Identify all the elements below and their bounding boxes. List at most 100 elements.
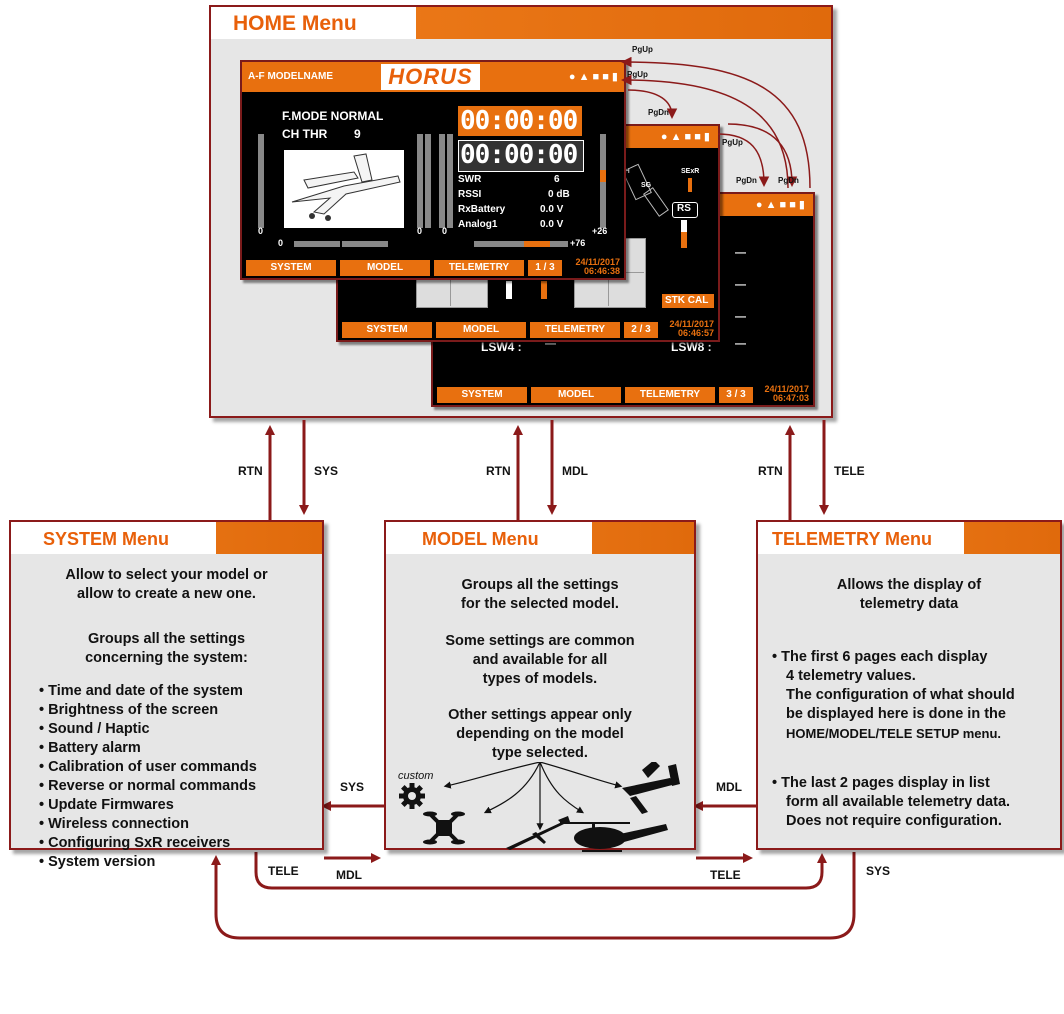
- list-item: • Time and date of the system: [39, 683, 243, 699]
- telemetry-menu-p1: Allows the display of telemetry data: [758, 576, 1060, 614]
- screen1-gauge-5: [447, 134, 453, 228]
- model-to-tele-tele-label: TELE: [710, 868, 741, 882]
- model-menu-panel: MODEL Menu Groups all the settings for t…: [384, 520, 696, 852]
- gear-icon: [399, 783, 425, 809]
- screen1-timer1: 00:00:00: [460, 106, 578, 136]
- pgup-label-3: PgUp: [722, 138, 743, 147]
- model-p3-line-1: Other settings appear only: [448, 707, 632, 723]
- mdl-column-mdl-label: MDL: [562, 464, 588, 478]
- model-menu-p1: Groups all the settings for the selected…: [386, 576, 694, 614]
- screen1-logo: HORUS: [388, 64, 473, 89]
- screen3-model-button[interactable]: MODEL: [531, 387, 621, 403]
- screen1-telem-value-3: 0.0 V: [540, 204, 564, 215]
- screen2-telemetry-button[interactable]: TELEMETRY: [530, 322, 620, 338]
- pgdn-label-1: PgDn: [648, 108, 669, 117]
- screen1-model-image: [284, 150, 404, 228]
- airplane-icon: [622, 762, 680, 814]
- system-settings-list: • Time and date of the system • Brightne…: [39, 682, 257, 872]
- system-menu-panel: SYSTEM Menu Allow to select your model o…: [9, 520, 324, 870]
- screen3-dash-3: —: [735, 311, 746, 323]
- screen2-date: 24/11/2017: [669, 319, 714, 329]
- tele-to-model-mdl-label: MDL: [716, 780, 742, 794]
- pgup-label-2: PgUp: [627, 70, 648, 79]
- airplane-icon: [291, 153, 401, 221]
- tele-p1-line-2: telemetry data: [859, 596, 959, 612]
- screen1-gauge-2: [417, 134, 423, 228]
- screen1-channel-label: CH THR: [282, 127, 328, 141]
- home-screen-page-1[interactable]: A-F MODELNAME HORUS ● ▲ ■ ■ ▮ F.MODE NOR…: [240, 60, 626, 280]
- telemetry-menu-title: TELEMETRY Menu: [772, 529, 933, 549]
- screen1-zero-4: 0: [278, 238, 284, 248]
- screen1-time: 06:46:38: [583, 266, 620, 276]
- system-intro2-line-1: Groups all the settings: [87, 631, 246, 647]
- screen3-system-button[interactable]: SYSTEM: [437, 387, 527, 403]
- list-item: • System version: [39, 854, 156, 870]
- tele-b1-line-4: be displayed here is done in the: [786, 706, 1006, 722]
- model-types-illustration: [399, 762, 680, 852]
- screen2-time: 06:46:57: [677, 328, 714, 338]
- tele-b1-line-2: 4 telemetry values.: [786, 668, 916, 684]
- screen2-sexr-arrow: [688, 178, 692, 192]
- screen1-channel-value: 9: [354, 127, 361, 141]
- screen1-telem-value-1: 6: [554, 174, 560, 185]
- list-item: • Brightness of the screen: [39, 702, 219, 718]
- screen3-status-icons: ● ▲ ■ ■ ▮: [755, 199, 805, 211]
- screen1-left-gauge: [258, 134, 264, 228]
- tele-column-rtn-label: RTN: [758, 464, 783, 478]
- telemetry-bullet-1: • The first 6 pages each display 4 telem…: [772, 648, 1015, 743]
- screen3-lsw4-value: —: [545, 338, 556, 350]
- model-menu-p2: Some settings are common and available f…: [386, 632, 694, 689]
- pgdn-label-2: PgDn: [736, 176, 757, 185]
- system-menu-intro: Allow to select your model or allow to c…: [11, 566, 322, 604]
- screen1-trim-right-fill: [524, 241, 550, 247]
- screen1-telem-label-2: RSSI: [458, 189, 482, 200]
- screen1-date: 24/11/2017: [575, 257, 620, 267]
- screen1-page-indicator: 1 / 3: [528, 260, 562, 276]
- mdl-column-rtn-label: RTN: [486, 464, 511, 478]
- screen2-page-indicator: 2 / 3: [624, 322, 658, 338]
- screen1-logo-bg: [381, 64, 480, 90]
- screen2-stk-cal-button[interactable]: [662, 294, 714, 308]
- screen2-stk-cal-label: STK CAL: [665, 295, 709, 306]
- sys-column-sys-label: SYS: [314, 464, 339, 478]
- system-menu-title-bg: [11, 522, 216, 554]
- screen1-flight-mode: F.MODE NORMAL: [282, 109, 384, 123]
- bottom-tele-label: TELE: [268, 864, 299, 878]
- quadcopter-icon: [423, 811, 465, 845]
- screen2-status-icons: ● ▲ ■ ■ ▮: [660, 131, 710, 143]
- system-intro2-line-2: concerning the system:: [85, 650, 248, 666]
- screen2-model-button[interactable]: MODEL: [436, 322, 526, 338]
- tele-b1-line-3: The configuration of what should: [786, 687, 1015, 703]
- screen1-zero-2: 0: [417, 226, 423, 236]
- screen1-telem-value-2: 0 dB: [548, 189, 570, 200]
- screen2-mid-bar-orange: [541, 281, 547, 299]
- screen3-time: 06:47:03: [772, 393, 809, 403]
- screen1-trim-plus76: +76: [570, 238, 586, 248]
- screen1-timer1-bg: [458, 106, 582, 136]
- screen1-telem-label-1: SWR: [458, 174, 482, 185]
- model-p3-line-2: depending on the model: [456, 726, 624, 742]
- screen1-telem-value-4: 0.0 V: [540, 219, 564, 230]
- screen1-model-button[interactable]: MODEL: [340, 260, 430, 276]
- pgdn-label-3: PgDn: [778, 176, 799, 185]
- screen2-system-button[interactable]: SYSTEM: [342, 322, 432, 338]
- tele-b1-line-1: • The first 6 pages each display: [772, 649, 988, 665]
- system-intro-line-1: Allow to select your model or: [65, 567, 268, 583]
- screen1-timer2: 00:00:00: [460, 140, 578, 170]
- screen1-trim-plus26: +26: [592, 226, 608, 236]
- screen1-timer2-bg: [458, 140, 584, 172]
- screen1-gauge-3: [425, 134, 431, 228]
- screen1-model-name: A-F MODELNAME: [248, 71, 333, 82]
- screen3-telemetry-button[interactable]: TELEMETRY: [625, 387, 715, 403]
- list-item: • Configuring SxR receivers: [39, 835, 231, 851]
- screen1-telemetry-button[interactable]: TELEMETRY: [434, 260, 524, 276]
- screen1-system-button[interactable]: SYSTEM: [246, 260, 336, 276]
- system-menu-title: SYSTEM Menu: [43, 529, 170, 549]
- pgup-label-1: PgUp: [632, 45, 653, 54]
- screen1-gauge-4: [439, 134, 445, 228]
- list-item: • Update Firmwares: [39, 797, 174, 813]
- model-p1-line-1: Groups all the settings: [461, 577, 619, 593]
- system-menu-intro-2: Groups all the settings concerning the s…: [11, 630, 322, 668]
- screen1-trim-left-mark: [340, 241, 342, 247]
- screen2-rs-bar-white: [681, 220, 687, 232]
